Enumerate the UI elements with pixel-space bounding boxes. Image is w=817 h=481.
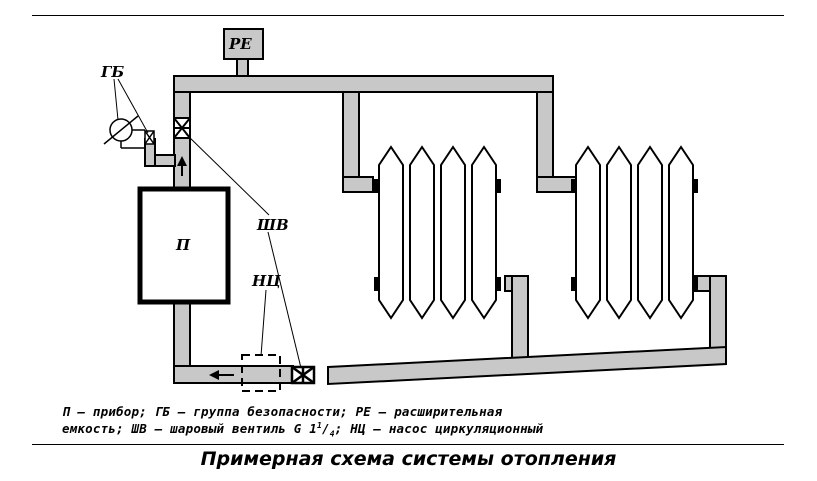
radiator1-return-drop: [511, 275, 529, 359]
return-pipe-sloped: [327, 345, 727, 386]
radiator-2-section: [637, 145, 663, 320]
legend-line-2-end: ; НЦ – насос циркуляционный: [334, 421, 544, 437]
radiator-2-section: [668, 145, 694, 320]
pressure-gauge-icon: [103, 115, 145, 149]
top-rule: [32, 15, 784, 16]
radiator-1-section: [440, 145, 466, 320]
legend-line-2-start: емкость; ШВ – шаровый вентиль G 1: [62, 421, 317, 437]
label-pump: НЦ: [252, 272, 281, 290]
radiator-1-nub: [374, 179, 380, 193]
radiators-group: [374, 145, 698, 320]
radiator-2-section: [606, 145, 632, 320]
gb-leader-2: [117, 78, 149, 134]
radiator-1-section: [471, 145, 497, 320]
supply-main-pipe: [173, 75, 554, 93]
legend-fraction-denominator: 4: [329, 429, 335, 439]
gb-leader-1: [113, 78, 119, 121]
label-boiler: П: [176, 236, 191, 254]
expansion-tank-stem: [236, 57, 249, 77]
ball-valve-top: [173, 117, 191, 139]
radiator-2-nub: [692, 179, 698, 193]
label-safety-group: ГБ: [101, 63, 125, 81]
legend-line-2: емкость; ШВ – шаровый вентиль G 11/4; НЦ…: [62, 421, 543, 439]
safety-group-valve: [144, 130, 155, 145]
flow-arrow-left-icon: [209, 370, 234, 380]
radiator1-supply-stub: [342, 176, 374, 193]
legend-fraction-numerator: 1: [316, 421, 322, 430]
sv-leader-bottom: [267, 231, 302, 369]
sv-leader-top: [185, 133, 270, 216]
nc-leader: [260, 289, 267, 357]
flow-arrow-up-icon: [177, 156, 187, 176]
radiator-2-nub: [571, 277, 577, 291]
label-ball-valve: ШВ: [257, 216, 289, 234]
boiler: [137, 186, 231, 305]
radiator-1-nub: [495, 179, 501, 193]
radiator-1-nub: [495, 277, 501, 291]
ball-valve-bottom: [290, 365, 316, 385]
figure-caption: Примерная схема системы отопления: [200, 448, 617, 470]
radiator-2-nub: [571, 179, 577, 193]
radiator-2-section: [575, 145, 601, 320]
legend-line-1: П – прибор; ГБ – группа безопасности; РЕ…: [62, 404, 503, 419]
radiator-1-section: [409, 145, 435, 320]
label-expansion-tank: РЕ: [229, 35, 252, 53]
radiator-2-nub: [692, 277, 698, 291]
expansion-tank: [223, 28, 264, 60]
radiator-1-nub: [374, 277, 380, 291]
caption-rule: [32, 444, 784, 445]
legend-fraction-slash: /: [321, 421, 330, 437]
radiator-1-section: [378, 145, 404, 320]
